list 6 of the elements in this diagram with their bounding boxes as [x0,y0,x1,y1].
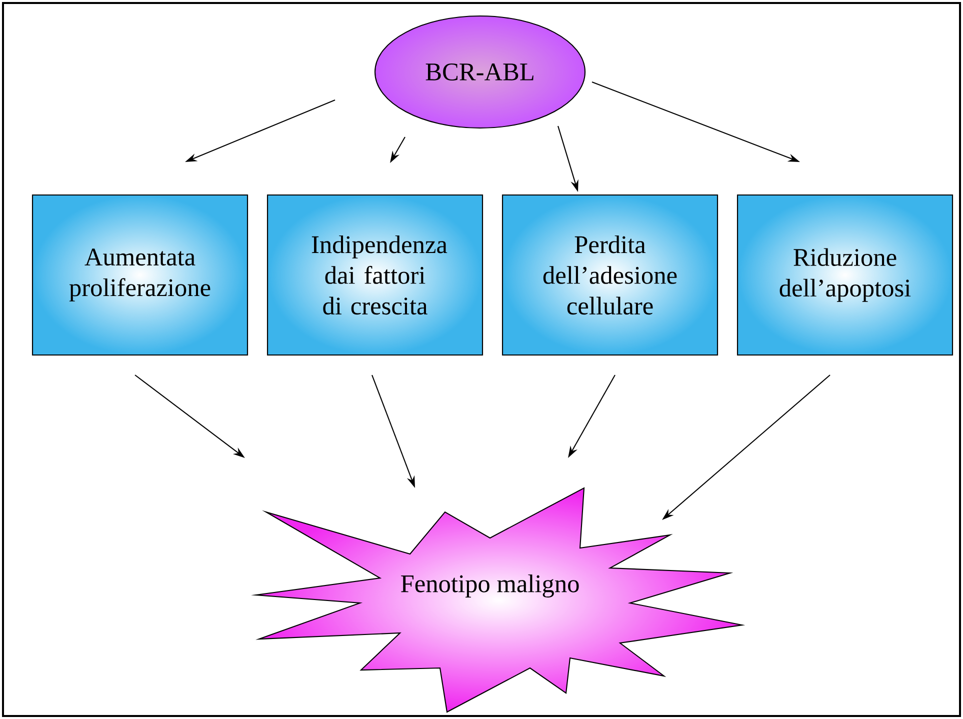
process-box: Riduzione dell’apoptosi [736,194,954,356]
process-box: Perdita dell’adesione cellulare [502,194,718,356]
starburst-node: Fenotipo maligno [251,487,746,713]
process-box: Indipendenza dai fattori di crescita [266,194,484,356]
process-box: Aumentata proliferazione [32,194,248,356]
oval-node: BCR-ABL [374,15,586,129]
